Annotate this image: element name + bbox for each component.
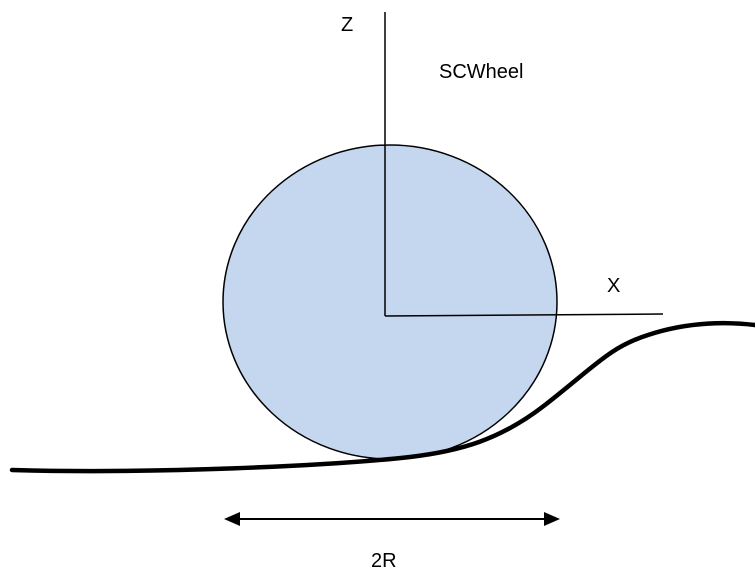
x-axis-label: X	[607, 275, 620, 297]
diameter-arrow-left-head	[224, 512, 240, 526]
diameter-arrow-right-head	[544, 512, 560, 526]
x-axis-line	[384, 313, 664, 317]
z-axis-label: Z	[341, 14, 353, 36]
wheel-circle	[222, 144, 558, 460]
diameter-label: 2R	[371, 550, 397, 572]
road-profile-curve	[9, 320, 755, 474]
diagram-title: SCWheel	[439, 61, 523, 83]
